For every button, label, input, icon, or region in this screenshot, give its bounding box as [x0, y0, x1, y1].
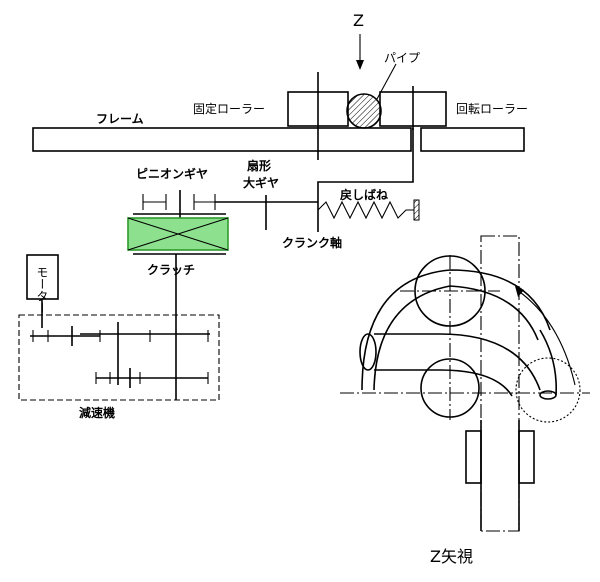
pipe-leader — [376, 63, 397, 100]
rotating-roller-label: 回転ローラー — [456, 102, 528, 116]
pipe-end — [359, 333, 377, 371]
motor: モーター — [26, 254, 59, 328]
clutch-label: クラッチ — [147, 263, 195, 277]
pipe-inner-bend — [373, 285, 539, 391]
spring-anchor — [413, 199, 420, 221]
pipe-section — [346, 93, 382, 129]
motor-label: モーター — [35, 266, 49, 314]
pinion-gear-label: ピニオンギヤ — [136, 166, 208, 181]
sector-gear-label-2: 大ギヤ — [243, 175, 279, 190]
z-view-label: Z矢視 — [430, 547, 473, 566]
frame-bar-right — [420, 127, 525, 152]
sector-gear: 扇形 大ギヤ — [215, 158, 318, 230]
pipe-label: パイプ — [384, 51, 420, 65]
roller-sweep-position — [515, 357, 581, 423]
return-spring-label: 戻しばね — [340, 187, 388, 202]
frame-label: フレーム — [96, 112, 144, 126]
reducer: 減速機 — [18, 314, 220, 420]
pipe-outer-bend — [361, 269, 551, 391]
frame-bar-left — [32, 127, 412, 152]
reducer-label: 減速機 — [79, 405, 115, 420]
crank-and-spring: 戻しばね クランク軸 — [282, 128, 420, 250]
fixed-roller-label: 固定ローラー — [193, 101, 265, 116]
frame-centerline-box — [480, 235, 520, 532]
pinion-gear: ピニオンギヤ — [136, 166, 216, 218]
frame: フレーム — [32, 112, 525, 152]
sector-gear-label-1: 扇形 — [247, 158, 271, 173]
crank-link — [317, 128, 414, 232]
return-spring — [317, 200, 414, 220]
z-view-bracket-right — [518, 430, 535, 484]
z-label-top: Z — [353, 11, 364, 30]
crank-shaft-label: クランク軸 — [282, 235, 342, 250]
z-arrow: Z — [353, 11, 364, 70]
roller-assembly: パイプ 固定ローラー 回転ローラー — [193, 51, 528, 160]
z-view: Z矢視 — [340, 235, 590, 566]
clutch: クラッチ — [127, 213, 229, 400]
z-view-bracket-left — [465, 430, 482, 484]
rotation-arc — [516, 289, 576, 386]
reducer-housing — [18, 314, 220, 401]
